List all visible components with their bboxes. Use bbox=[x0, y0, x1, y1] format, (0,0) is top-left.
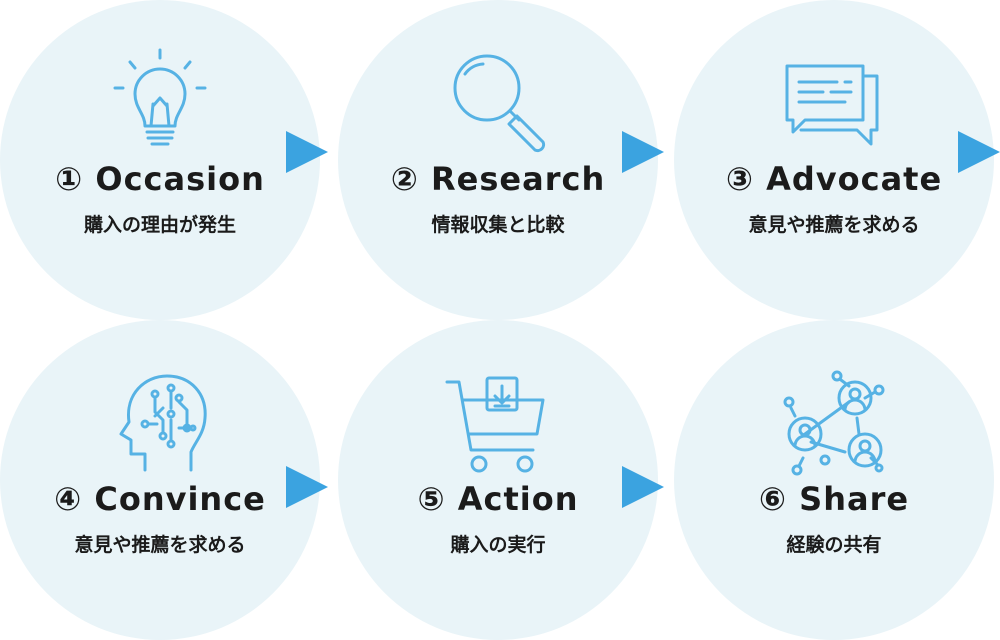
lightbulb-icon bbox=[105, 48, 215, 158]
step-title: ⑤ Action bbox=[417, 480, 579, 518]
network-people-icon bbox=[779, 368, 889, 478]
flow-arrow bbox=[286, 131, 328, 173]
step-4-circle: ④ Convince 意見や推薦を求める bbox=[0, 320, 320, 640]
step-subtitle: 購入の実行 bbox=[450, 534, 546, 556]
step-subtitle: 経験の共有 bbox=[786, 534, 882, 556]
step-subtitle: 情報収集と比較 bbox=[431, 214, 565, 236]
step-title: ② Research bbox=[390, 160, 606, 198]
step-3-circle: ③ Advocate 意見や推薦を求める bbox=[674, 0, 994, 320]
step-title: ⑥ Share bbox=[758, 480, 910, 518]
step-2-circle: ② Research 情報収集と比較 bbox=[338, 0, 658, 320]
step-title: ① Occasion bbox=[55, 160, 265, 198]
step-title: ④ Convince bbox=[54, 480, 266, 518]
step-6-circle: ⑥ Share 経験の共有 bbox=[674, 320, 994, 640]
step-subtitle: 意見や推薦を求める bbox=[748, 214, 920, 236]
flow-arrow bbox=[622, 466, 664, 508]
brain-head-icon bbox=[105, 368, 215, 478]
magnifier-icon bbox=[443, 48, 553, 158]
flow-arrow bbox=[958, 131, 1000, 173]
speech-bubbles-icon bbox=[779, 48, 889, 158]
shopping-cart-icon bbox=[443, 368, 553, 478]
step-5-circle: ⑤ Action 購入の実行 bbox=[338, 320, 658, 640]
flow-arrow bbox=[622, 131, 664, 173]
step-1-circle: ① Occasion 購入の理由が発生 bbox=[0, 0, 320, 320]
step-subtitle: 購入の理由が発生 bbox=[83, 214, 236, 236]
step-subtitle: 意見や推薦を求める bbox=[74, 534, 246, 556]
step-title: ③ Advocate bbox=[725, 160, 943, 198]
flow-arrow bbox=[286, 466, 328, 508]
